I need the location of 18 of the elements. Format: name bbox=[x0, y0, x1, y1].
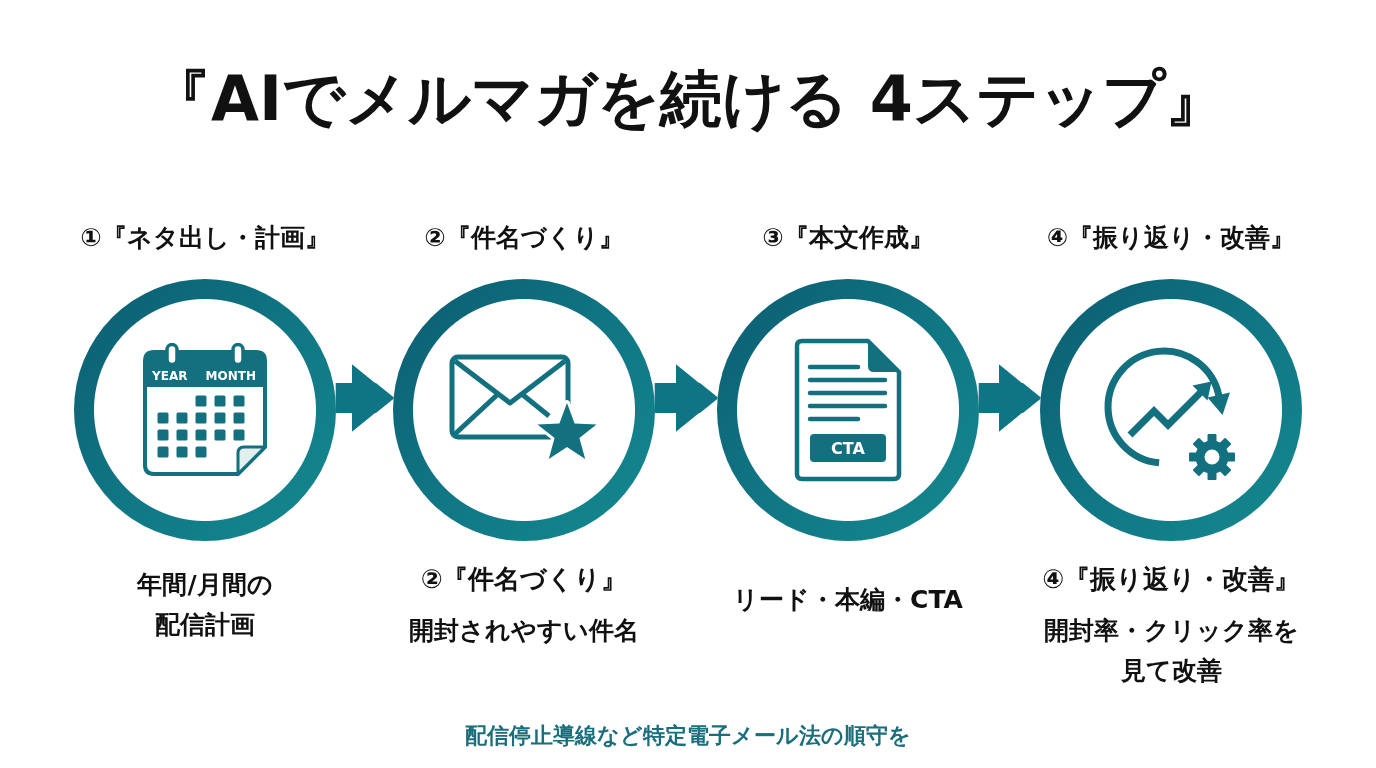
step-title: ②『件名づくり』 bbox=[420, 563, 628, 596]
arrow bbox=[978, 364, 1041, 432]
calendar-header-label: MONTH bbox=[205, 370, 256, 382]
step-title: ①『ネタ出し・計画』 bbox=[80, 223, 330, 253]
arrow bbox=[654, 364, 718, 432]
step-title: ②『件名づくり』 bbox=[424, 223, 624, 253]
step-title: ④『振り返り・改善』 bbox=[1042, 563, 1300, 596]
compliance-note: 配信停止導線など特定電子メール法の順守を bbox=[465, 722, 911, 750]
cta-button: CTA bbox=[810, 434, 886, 462]
step-description: リード・本編・CTA bbox=[733, 584, 963, 616]
step-title: ③『本文作成』 bbox=[762, 223, 934, 253]
arrow bbox=[335, 364, 394, 432]
step-description: 年間/月間の配信計画 bbox=[135, 569, 274, 641]
step-description: 開封されやすい件名 bbox=[409, 614, 639, 647]
step-description: 開封率・クリック率を見て改善 bbox=[1042, 614, 1300, 687]
calendar-header-label: YEAR bbox=[152, 370, 188, 382]
page-title: 『AIでメルマガを続ける 4ステップ』 bbox=[149, 62, 1227, 137]
step-title: ④『振り返り・改善』 bbox=[1046, 223, 1296, 253]
